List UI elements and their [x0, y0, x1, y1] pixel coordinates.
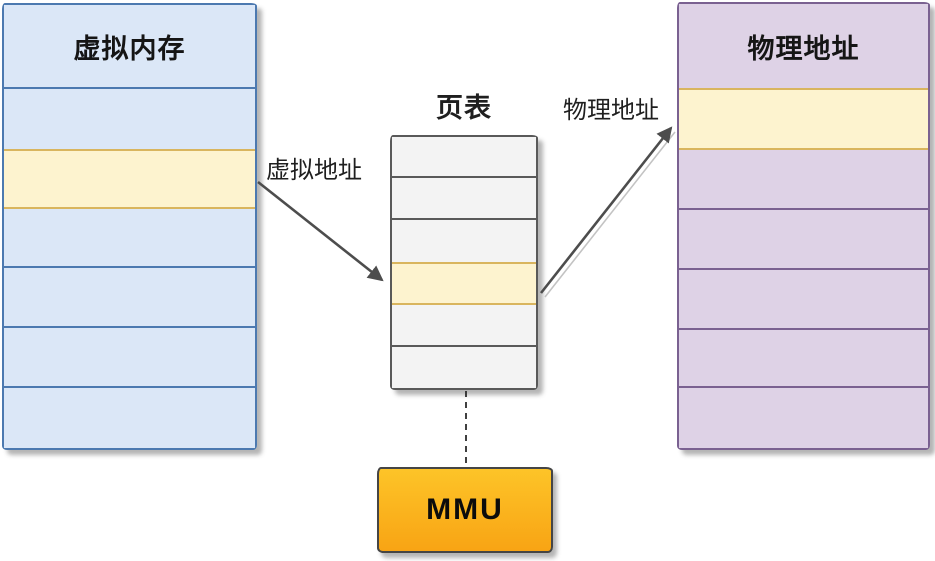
- virtual-address-arrow: [257, 180, 384, 282]
- pt-row: [392, 137, 536, 178]
- physical-address-arrow: [539, 126, 673, 294]
- virtual-memory-title-row: 虚拟内存: [4, 5, 255, 89]
- vm-row: [4, 209, 255, 268]
- pm-row: [679, 330, 928, 388]
- virtual-address-label: 虚拟地址: [266, 157, 362, 184]
- pm-row-highlight: [679, 88, 928, 150]
- pm-row: [679, 388, 928, 448]
- page-table-title: 页表: [436, 93, 492, 123]
- virtual-memory-stack: 虚拟内存: [2, 3, 257, 450]
- page-table-stack: [390, 135, 538, 390]
- mmu-box: MMU: [377, 467, 553, 553]
- vm-row-highlight: [4, 149, 255, 209]
- physical-address-arrow-shadow: [544, 131, 676, 298]
- pt-row: [392, 220, 536, 262]
- physical-memory-title: 物理地址: [747, 33, 860, 64]
- physical-memory-title-row: 物理地址: [679, 4, 928, 88]
- pm-row: [679, 150, 928, 210]
- vm-row: [4, 89, 255, 149]
- pt-row-highlight: [392, 262, 536, 305]
- pm-row: [679, 270, 928, 330]
- pt-row: [392, 347, 536, 388]
- vm-row: [4, 388, 255, 448]
- mmu-label: MMU: [426, 493, 504, 526]
- physical-address-label: 物理地址: [563, 97, 659, 124]
- virtual-memory-title: 虚拟内存: [73, 33, 186, 64]
- pt-row: [392, 305, 536, 347]
- pt-row: [392, 178, 536, 220]
- pm-row: [679, 210, 928, 270]
- vm-row: [4, 328, 255, 388]
- physical-memory-stack: 物理地址: [677, 2, 930, 450]
- vm-row: [4, 268, 255, 328]
